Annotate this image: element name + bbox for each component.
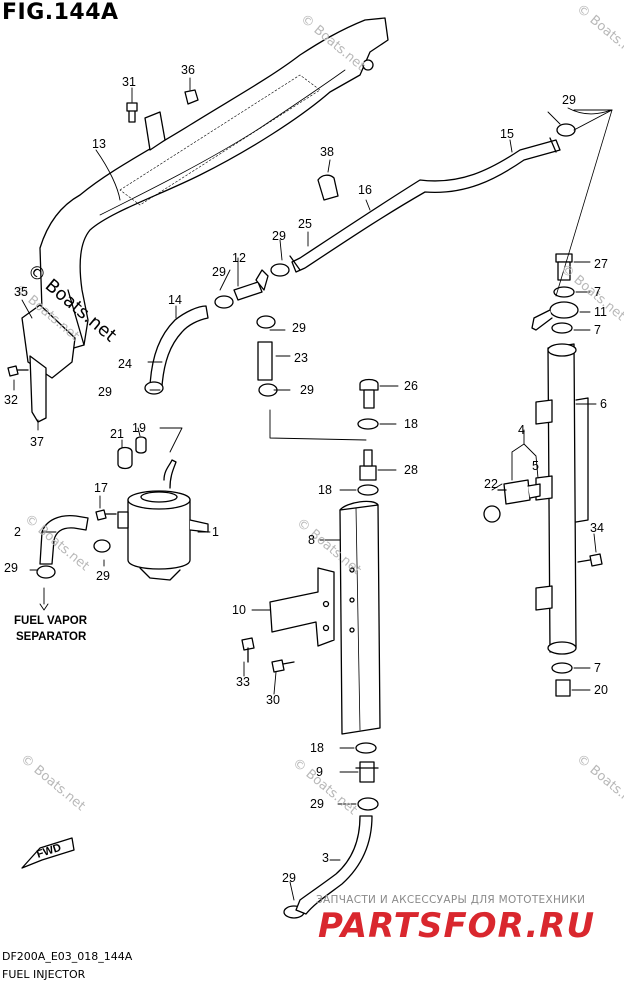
part-number-38: 38 bbox=[320, 145, 334, 159]
part-number-2: 2 bbox=[14, 525, 21, 539]
part-number-15: 15 bbox=[500, 127, 514, 141]
bolt-32 bbox=[7, 365, 29, 377]
part-number-7-a: 7 bbox=[594, 285, 601, 299]
footer-code: DF200A_E03_018_144A bbox=[2, 950, 133, 963]
part-number-25: 25 bbox=[298, 217, 312, 231]
bolt-30 bbox=[271, 659, 295, 673]
part-number-29-j: 29 bbox=[282, 871, 296, 885]
part-number-8: 8 bbox=[308, 533, 315, 547]
note-line-1: FUEL VAPOR bbox=[14, 615, 88, 627]
banjo-11 bbox=[531, 301, 579, 331]
part-35-bracket bbox=[21, 304, 76, 423]
nut-36 bbox=[184, 89, 199, 105]
part-number-29-a: 29 bbox=[562, 93, 576, 107]
part-number-32: 32 bbox=[4, 393, 18, 407]
part-number-7-b: 7 bbox=[594, 323, 601, 337]
part-number-29-c: 29 bbox=[212, 265, 226, 279]
bracket-10 bbox=[269, 567, 335, 647]
part-number-19: 19 bbox=[132, 421, 146, 435]
hose-2 bbox=[39, 514, 89, 565]
part-number-1: 1 bbox=[212, 525, 219, 539]
part-number-23: 23 bbox=[294, 351, 308, 365]
part-number-5: 5 bbox=[532, 459, 539, 473]
fuel-pipe-15-16 bbox=[289, 137, 561, 273]
part-number-22: 22 bbox=[484, 477, 498, 491]
part-13-cover bbox=[39, 17, 389, 353]
part-number-7-c: 7 bbox=[594, 661, 601, 675]
washer-18 bbox=[355, 418, 379, 754]
plug-20 bbox=[555, 679, 571, 697]
part-number-37: 37 bbox=[30, 435, 44, 449]
part-number-29-d: 29 bbox=[292, 321, 306, 335]
hose-3 bbox=[295, 815, 373, 915]
fuel-rail-8 bbox=[339, 500, 381, 735]
part-number-20: 20 bbox=[594, 683, 608, 697]
figure-title: FIG.144A bbox=[2, 0, 119, 25]
part-number-21: 21 bbox=[110, 427, 124, 441]
injector-4 bbox=[497, 479, 541, 505]
part-number-13: 13 bbox=[92, 137, 106, 151]
part-number-29-b: 29 bbox=[272, 229, 286, 243]
part-number-10: 10 bbox=[232, 603, 246, 617]
leader-lines bbox=[13, 77, 613, 901]
part-number-18-b: 18 bbox=[318, 483, 332, 497]
note-line-2: SEPARATOR bbox=[16, 631, 87, 643]
part-number-3: 3 bbox=[322, 851, 329, 865]
part-number-35: 35 bbox=[14, 285, 28, 299]
connector-12 bbox=[233, 269, 269, 301]
part-number-29-e: 29 bbox=[300, 383, 314, 397]
part-number-14: 14 bbox=[168, 293, 182, 307]
grommet-19-21 bbox=[117, 436, 147, 470]
part-number-12: 12 bbox=[232, 251, 246, 265]
footer-name: FUEL INJECTOR bbox=[2, 968, 86, 981]
bolt-33 bbox=[241, 637, 255, 663]
part-number-17: 17 bbox=[94, 481, 108, 495]
part-number-34: 34 bbox=[590, 521, 604, 535]
watermark-7: © Boats.net bbox=[573, 752, 624, 814]
part-number-26: 26 bbox=[404, 379, 418, 393]
part-number-33: 33 bbox=[236, 675, 250, 689]
seal-22 bbox=[483, 505, 501, 523]
part-number-18-c: 18 bbox=[310, 741, 324, 755]
part-number-4: 4 bbox=[518, 423, 525, 437]
part-number-29-h: 29 bbox=[96, 569, 110, 583]
part-number-36: 36 bbox=[181, 63, 195, 77]
brand-tagline: ЗАПЧАСТИ И АКСЕССУАРЫ ДЛЯ МОТОТЕХНИКИ bbox=[316, 894, 586, 906]
hose-14 bbox=[149, 305, 209, 387]
part-number-30: 30 bbox=[266, 693, 280, 707]
part-number-29-f: 29 bbox=[98, 385, 112, 399]
hose-23 bbox=[257, 341, 273, 381]
washer-7 bbox=[551, 286, 575, 674]
cap-26 bbox=[359, 378, 379, 409]
vapor-separator-1 bbox=[117, 459, 209, 581]
part-number-29-i: 29 bbox=[310, 797, 324, 811]
brand-logo: PARTSFOR.RU bbox=[318, 906, 596, 946]
watermark-3: © Boats.net bbox=[573, 2, 624, 64]
fitting-9 bbox=[355, 761, 379, 783]
part-number-9: 9 bbox=[316, 765, 323, 779]
fwd-arrow-icon bbox=[21, 837, 75, 869]
part-number-16: 16 bbox=[358, 183, 372, 197]
bolt-17 bbox=[95, 509, 117, 521]
part-number-29-g: 29 bbox=[4, 561, 18, 575]
watermark-layer: © Boats.net © Boats.net © Boats.net © Bo… bbox=[11, 2, 624, 818]
part-numbers: 31 36 13 29 15 38 16 25 29 12 29 14 35 2… bbox=[4, 63, 608, 885]
fitting-28 bbox=[359, 449, 377, 481]
part-number-11: 11 bbox=[594, 305, 607, 319]
watermark-9: © Boats.net bbox=[289, 756, 359, 818]
part-number-18-a: 18 bbox=[404, 417, 418, 431]
part-number-27: 27 bbox=[594, 257, 608, 271]
part-number-31: 31 bbox=[122, 75, 136, 89]
bolt-31 bbox=[126, 102, 138, 123]
clip-38 bbox=[317, 174, 339, 201]
part-number-6: 6 bbox=[600, 397, 607, 411]
fuel-rail-6 bbox=[535, 343, 589, 655]
part-number-24: 24 bbox=[118, 357, 132, 371]
bolt-34 bbox=[577, 553, 603, 567]
watermark-8: © Boats.net bbox=[17, 752, 87, 814]
part-number-28: 28 bbox=[404, 463, 418, 477]
